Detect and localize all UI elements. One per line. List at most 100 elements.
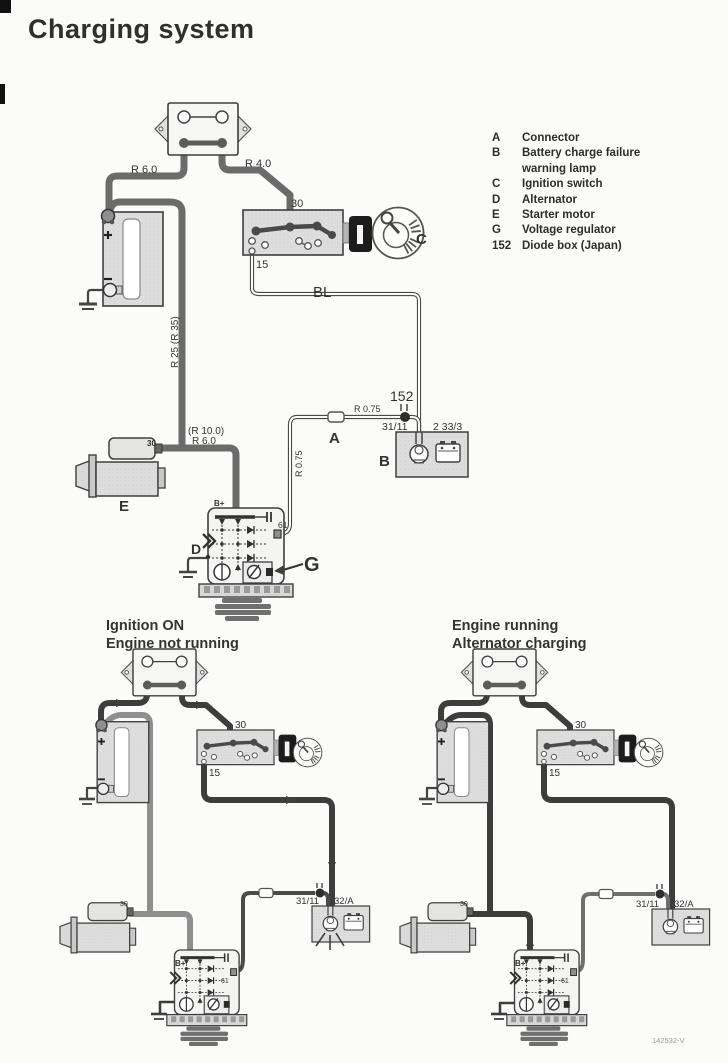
terminal-2-33-3: 2 33/3	[433, 421, 462, 433]
l-battery	[94, 718, 150, 804]
legend-label: Connector	[522, 132, 580, 144]
r-fuse-box	[461, 649, 547, 696]
legend-row: E Starter motor	[492, 208, 640, 223]
legend-key: 152	[492, 239, 512, 252]
wire-starter-bplus	[154, 444, 240, 521]
l-wire-starter-bplus	[127, 911, 193, 961]
current-arrow	[286, 796, 296, 804]
wire-junction-link-core	[408, 416, 420, 432]
legend-key: E	[492, 209, 500, 222]
battery-ground	[86, 288, 108, 305]
legend-label: Starter motor	[522, 209, 595, 222]
r-title-line2: Alternator charging	[452, 636, 587, 652]
r-ignition-switch	[535, 728, 639, 767]
label-r075-vertical: R 0.75	[294, 450, 304, 477]
l-title-line2: Engine not running	[106, 636, 239, 652]
l-wire-15-lamp	[201, 760, 335, 909]
legend-row: 152 Diode box (Japan)	[492, 239, 640, 254]
terminal-31-11: 31/11	[382, 421, 408, 433]
l-wire-dot-lamp	[323, 891, 330, 906]
warning-lamp-box	[395, 431, 469, 478]
r-terminal-bplus: B+	[515, 959, 526, 968]
current-arrow	[116, 699, 126, 707]
legend: A Connector B Battery charge failure war…	[492, 131, 640, 254]
terminal-bplus: B+	[214, 499, 225, 508]
terminal-30-ignition: 30	[291, 198, 303, 210]
l-connector-a-symbol	[258, 887, 274, 899]
label-r60b: R 6.0	[192, 436, 216, 447]
label-r075: R 0.75	[354, 404, 381, 414]
legend-label: Ignition switch	[522, 178, 603, 191]
ignition-switch	[243, 210, 372, 255]
legend-row: G Voltage regulator	[492, 223, 640, 238]
r-terminal-32-a: 32/A	[674, 899, 694, 910]
document-number: 142532-V	[652, 1036, 685, 1045]
legend-key: D	[492, 193, 501, 206]
wire-r60	[105, 139, 188, 218]
r-wire-battery-fuse	[438, 683, 490, 725]
page-title: Charging system	[28, 14, 255, 44]
l-terminal-30: 30	[235, 720, 247, 731]
alternator-d-dot	[205, 554, 211, 560]
l-battery-ground	[85, 786, 101, 800]
battery	[100, 208, 165, 308]
legend-key: B	[492, 147, 501, 160]
legend-row: D Alternator	[492, 193, 640, 208]
l-warning-lamp-box	[311, 905, 371, 943]
wire-bl	[249, 254, 422, 434]
connector-a-symbol	[327, 411, 345, 423]
legend-label: Battery charge failure	[522, 147, 641, 160]
r-title-line1: Engine running	[452, 618, 558, 634]
r-alternator-ground	[498, 1001, 518, 1015]
legend-key: C	[492, 178, 501, 191]
scan-artifact	[0, 84, 5, 104]
label-ignition-c: C	[416, 231, 427, 248]
current-arrow-up	[526, 936, 534, 946]
wire-r25	[106, 198, 186, 452]
l-lamp-lit-rays	[315, 932, 345, 950]
r-terminal-30: 30	[575, 720, 587, 731]
l-terminal-bplus: B+	[175, 959, 186, 968]
l-alternator-ground	[158, 1000, 179, 1015]
label-r25-35: R 25 (R 35)	[170, 316, 181, 368]
label-r40: R 4.0	[245, 158, 271, 170]
label-r100: (R 10.0)	[188, 426, 224, 437]
label-alternator-d: D	[191, 541, 201, 557]
l-ignition-key-icon	[292, 737, 323, 768]
r-wire-15-lamp	[541, 760, 675, 912]
legend-label-line2: warning lamp	[522, 162, 597, 175]
l-terminal-30-starter: 30	[120, 901, 128, 908]
legend-label: Diode box (Japan)	[522, 239, 622, 252]
r-battery-ground	[425, 786, 441, 800]
r-diode-dot	[655, 889, 665, 899]
l-title-line1: Ignition ON	[106, 618, 184, 634]
r-terminal-61: 61	[561, 978, 569, 985]
r-wire-fuse-ignition	[519, 683, 573, 734]
g-pointer-line	[282, 562, 304, 572]
label-starter-e: E	[119, 498, 129, 515]
right-diagram: Engine running Alternator charging 30 15…	[399, 618, 711, 1048]
l-fuse-box	[121, 649, 207, 696]
legend-key: G	[492, 224, 501, 237]
label-lamp-b: B	[379, 453, 390, 470]
label-regulator-g: G	[304, 554, 320, 576]
label-r60: R 6.0	[131, 164, 157, 176]
current-arrow	[196, 701, 206, 709]
l-terminal-31-11: 31/11	[296, 896, 319, 907]
r-wire-battery-starter	[440, 712, 493, 917]
diode-152-dot	[400, 412, 410, 422]
terminal-15-ignition: 15	[256, 259, 268, 271]
legend-label: Voltage regulator	[522, 224, 616, 237]
r-wire-dot-lamp	[663, 892, 670, 909]
legend-key: A	[492, 132, 501, 144]
l-diode-dot	[315, 888, 325, 898]
l-terminal-15: 15	[209, 768, 221, 779]
label-bl: BL	[313, 284, 331, 301]
r-battery	[434, 718, 490, 804]
legend-row: C Ignition switch	[492, 177, 640, 192]
legend-row: A Connector	[492, 131, 640, 146]
l-starter-motor	[59, 902, 137, 954]
terminal-30-starter: 30	[147, 439, 156, 448]
terminal-61: 61	[278, 520, 288, 530]
